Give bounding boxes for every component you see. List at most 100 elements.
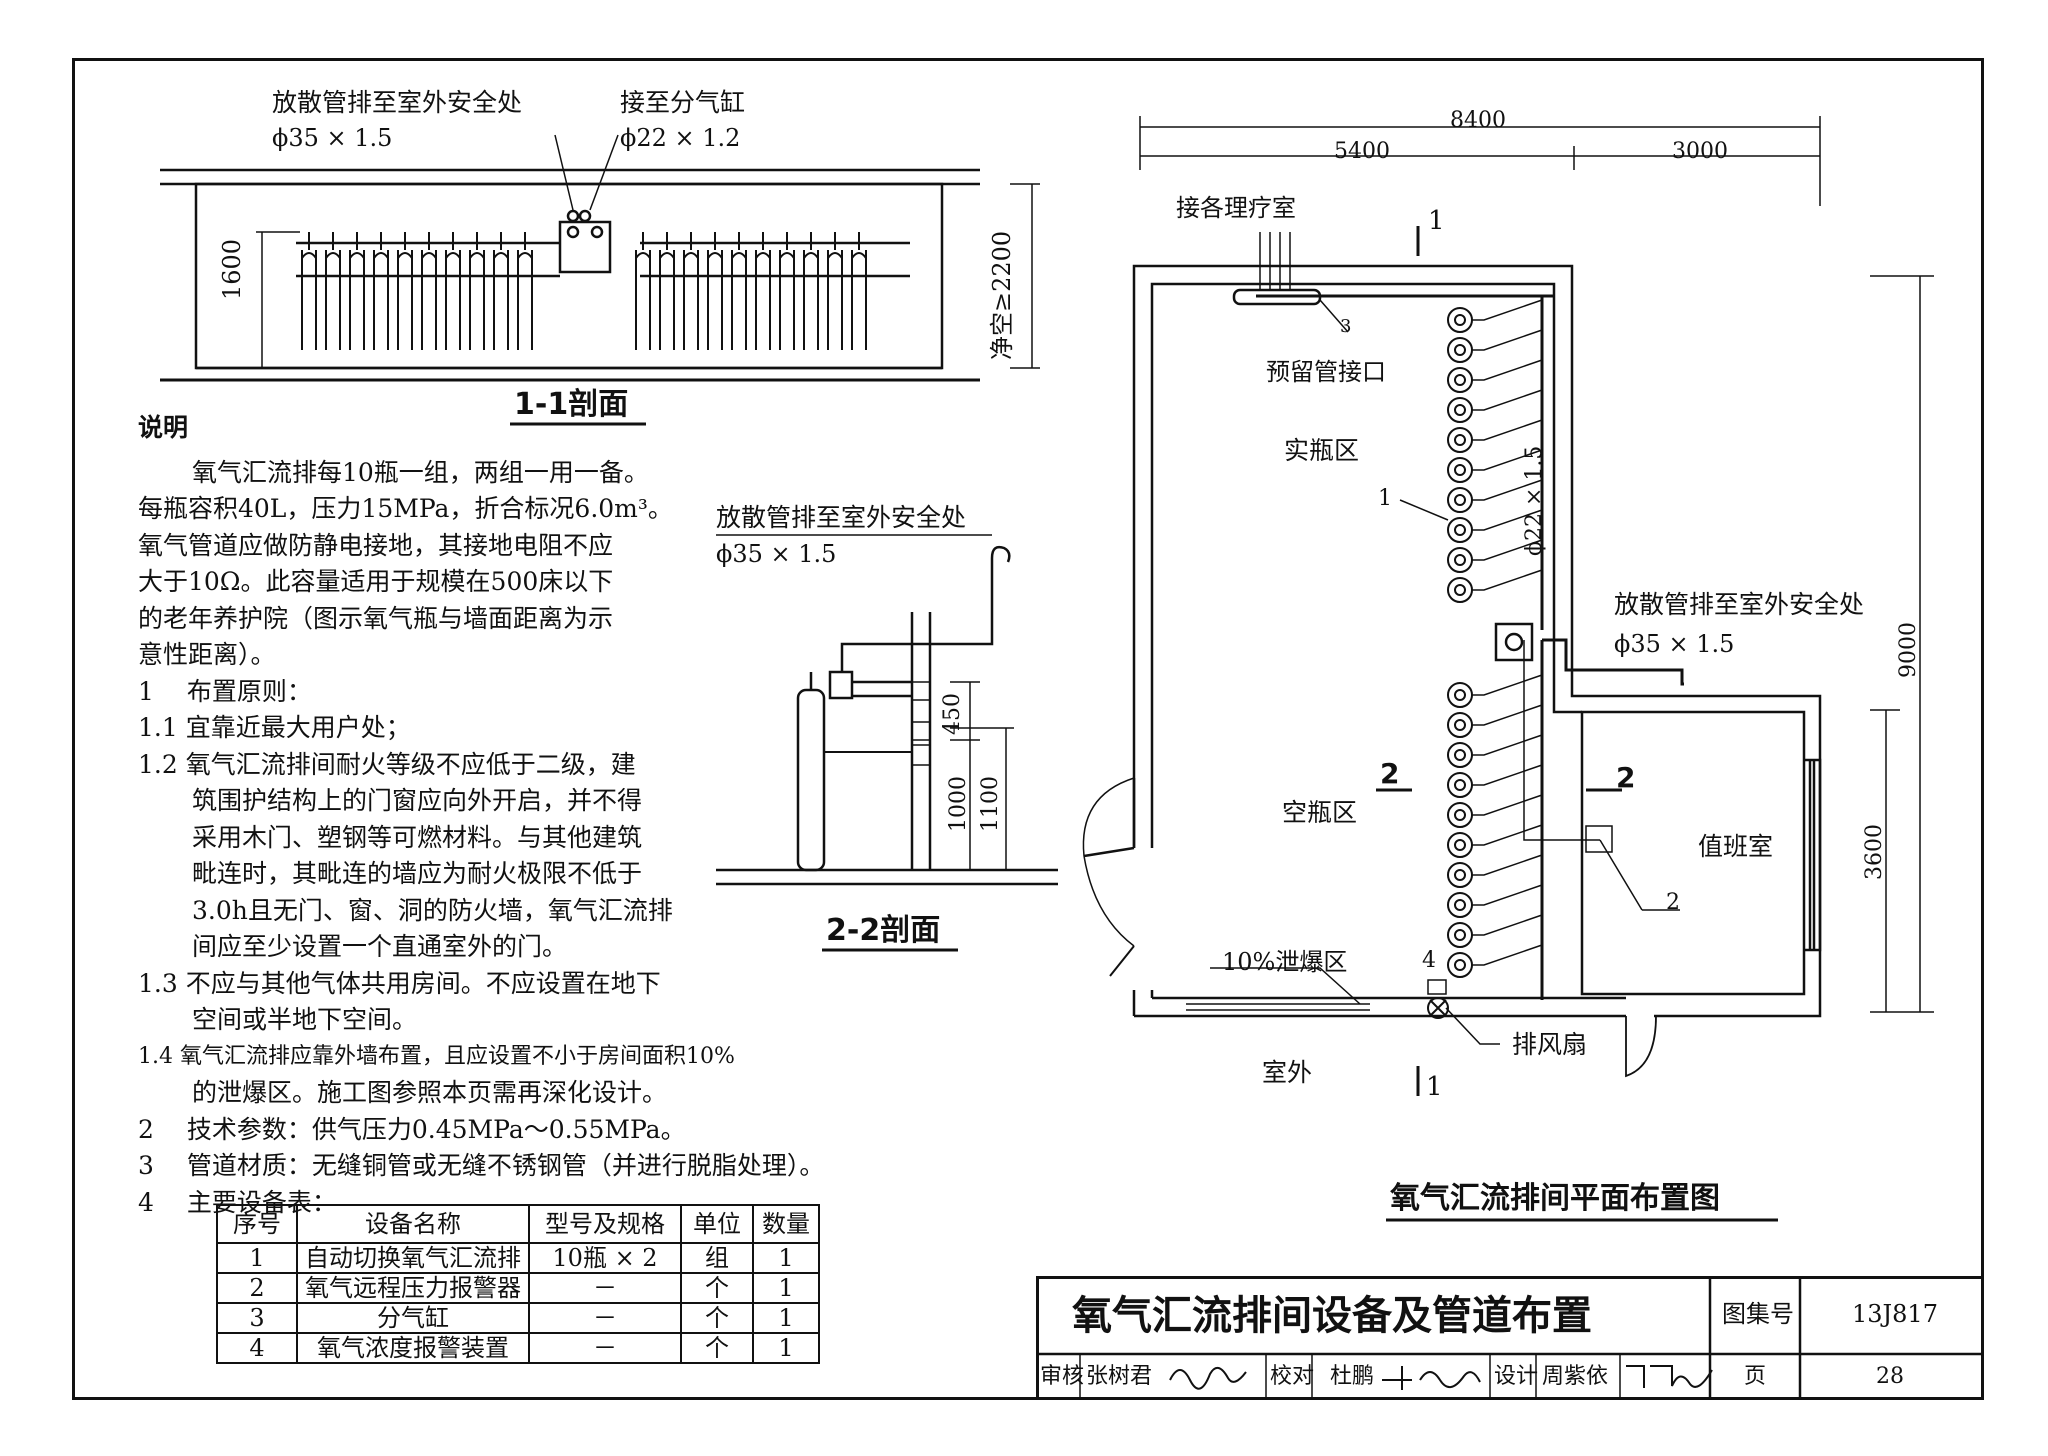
plan-dim-left: 5400 [1334, 139, 1390, 164]
notes-line: 1.3 不应与其他气体共用房间。不应设置在地下 [138, 968, 661, 998]
notes-line: 大于10Ω。此容量适用于规模在500床以下 [138, 567, 614, 596]
plan-dim-right: 3000 [1672, 139, 1728, 164]
notes-line: 1.4 氧气汇流排应靠外墙布置，且应设置不小于房间面积10% [138, 1043, 735, 1069]
plan-full-zone: 实瓶区 [1284, 436, 1360, 465]
title-block-lines [1036, 1276, 1984, 1400]
section-2-2-drawing [716, 534, 1058, 886]
plan-tag: 1 [1378, 486, 1392, 511]
table-row: 4 氧气浓度报警装置 － 个 1 [216, 1332, 820, 1364]
plan-outdoor: 室外 [1262, 1058, 1313, 1087]
s11-dim-height: 1600 [218, 238, 246, 300]
notes-block: 说明 氧气汇流排每10瓶一组，两组一用一备。 每瓶容积40L，压力15MPa，折… [138, 410, 824, 1221]
checker-name: 杜鹏 [1330, 1364, 1375, 1389]
plan-pipe-spec: ϕ22 × 1.5 [1522, 445, 1547, 556]
table-cell: － [528, 1272, 682, 1304]
table-cell: － [528, 1302, 682, 1334]
table-header: 设备名称 [296, 1204, 530, 1244]
notes-line: 间应至少设置一个直通室外的门。 [192, 932, 568, 961]
s11-vent-spec: ϕ35 × 1.5 [272, 124, 393, 152]
table-cell: 个 [680, 1272, 754, 1304]
notes-line: 的老年养护院（图示氧气瓶与墙面距离为示 [138, 603, 614, 633]
table-cell: 10瓶 × 2 [528, 1242, 682, 1274]
table-cell: 3 [216, 1302, 298, 1334]
s22-vent-label: 放散管排至室外安全处 [716, 503, 967, 532]
notes-line: 1 布置原则： [138, 676, 312, 706]
s22-dim-1100: 1100 [978, 776, 1003, 832]
check-label: 校对 [1270, 1364, 1315, 1389]
table-cell: － [528, 1332, 682, 1364]
table-cell: 个 [680, 1302, 754, 1334]
table-cell: 组 [680, 1242, 754, 1274]
notes-line: 2 技术参数：供气压力0.45MPa～0.55MPa。 [138, 1114, 686, 1144]
table-cell: 1 [752, 1272, 820, 1304]
reviewer-name: 张树君 [1086, 1364, 1153, 1389]
s11-manifold-label: 接至分气缸 [620, 88, 746, 117]
plan-tag: 3 [1340, 316, 1352, 337]
plan-reserved-interface: 预留管接口 [1266, 358, 1386, 386]
table-cell: 1 [216, 1242, 298, 1274]
table-cell: 2 [216, 1272, 298, 1304]
notes-line: 3.0h且无门、窗、洞的防火墙，氧气汇流排 [192, 895, 673, 925]
table-cell: 氧气远程压力报警器 [296, 1272, 530, 1304]
design-label: 设计 [1494, 1364, 1539, 1389]
plan-cylinders [1447, 299, 1544, 978]
table-row: 2 氧气远程压力报警器 － 个 1 [216, 1272, 820, 1304]
table-row: 1 自动切换氧气汇流排 10瓶 × 2 组 1 [216, 1242, 820, 1274]
table-header: 型号及规格 [528, 1204, 682, 1244]
s22-dim-450: 450 [940, 693, 965, 735]
section-1-1-title: 1-1剖面 [514, 387, 629, 422]
section-2-2-title: 2-2剖面 [826, 913, 941, 948]
notes-line: 1.1 宜靠近最大用户处； [138, 713, 411, 742]
cylinders-1-1 [301, 232, 867, 350]
notes-line: 筑围护结构上的门窗应向外开启，并不得 [192, 786, 643, 815]
notes-line: 空间或半地下空间。 [192, 1005, 418, 1034]
table-header: 数量 [752, 1204, 820, 1244]
plan-vent-spec: ϕ35 × 1.5 [1614, 630, 1735, 658]
notes-line: 毗连时，其毗连的墙应为耐火极限不低于 [192, 859, 643, 888]
page-label: 页 [1744, 1364, 1767, 1389]
plan-section-mark: 2 [1380, 757, 1400, 790]
notes-line: 氧气管道应做防静电接地，其接地电阻不应 [138, 530, 614, 560]
plan-relief-zone: 10%泄爆区 [1222, 948, 1348, 976]
plan-exhaust-fan: 排风扇 [1512, 1030, 1588, 1059]
plan-to-rooms: 接各理疗室 [1176, 194, 1296, 222]
table-cell: 分气缸 [296, 1302, 530, 1334]
review-label: 审核 [1040, 1364, 1085, 1389]
table-row: 3 分气缸 － 个 1 [216, 1302, 820, 1334]
notes-line: 的泄爆区。施工图参照本页需再深化设计。 [192, 1078, 668, 1107]
designer-name: 周紫依 [1542, 1364, 1609, 1389]
plan-section-mark: 1 [1428, 206, 1445, 236]
plan-tag: 2 [1666, 890, 1680, 915]
s11-dim-clear: 净空≥2200 [988, 230, 1016, 360]
table-cell: 自动切换氧气汇流排 [296, 1242, 530, 1274]
plan-vent-label: 放散管排至室外安全处 [1614, 590, 1865, 619]
plan-empty-zone: 空瓶区 [1282, 798, 1358, 827]
table-header-row: 序号 设备名称 型号及规格 单位 数量 [216, 1204, 820, 1244]
drawing-title: 氧气汇流排间设备及管道布置 [1072, 1293, 1592, 1339]
notes-line: 1.2 氧气汇流排间耐火等级不应低于二级，建 [138, 749, 636, 779]
s22-vent-spec: ϕ35 × 1.5 [716, 540, 837, 568]
notes-line: 意性距离）。 [138, 640, 276, 669]
table-cell: 1 [752, 1332, 820, 1364]
plan-dim-total: 8400 [1450, 108, 1506, 133]
table-cell: 个 [680, 1332, 754, 1364]
table-cell: 1 [752, 1302, 820, 1334]
table-cell: 氧气浓度报警装置 [296, 1332, 530, 1364]
notes-line: 采用木门、塑钢等可燃材料。与其他建筑 [192, 822, 643, 852]
plan-title: 氧气汇流排间平面布置图 [1390, 1181, 1720, 1216]
atlas-number: 13J817 [1852, 1300, 1938, 1328]
page-number: 28 [1876, 1364, 1904, 1389]
notes-line: 氧气汇流排每10瓶一组，两组一用一备。 [192, 457, 649, 487]
plan-section-mark: 2 [1616, 761, 1636, 794]
table-header: 序号 [216, 1204, 298, 1244]
table-cell: 1 [752, 1242, 820, 1274]
s11-manifold-spec: ϕ22 × 1.2 [620, 124, 741, 152]
plan-section-mark: 1 [1426, 1072, 1443, 1102]
atlas-label: 图集号 [1722, 1300, 1794, 1328]
section-1-1-drawing [160, 134, 1040, 382]
notes-line: 3 管道材质：无缝铜管或无缝不锈钢管（并进行脱脂处理）。 [138, 1151, 825, 1180]
plan-dim-duty: 3600 [1862, 824, 1887, 880]
s11-vent-label: 放散管排至室外安全处 [272, 88, 523, 117]
table-header: 单位 [680, 1204, 754, 1244]
